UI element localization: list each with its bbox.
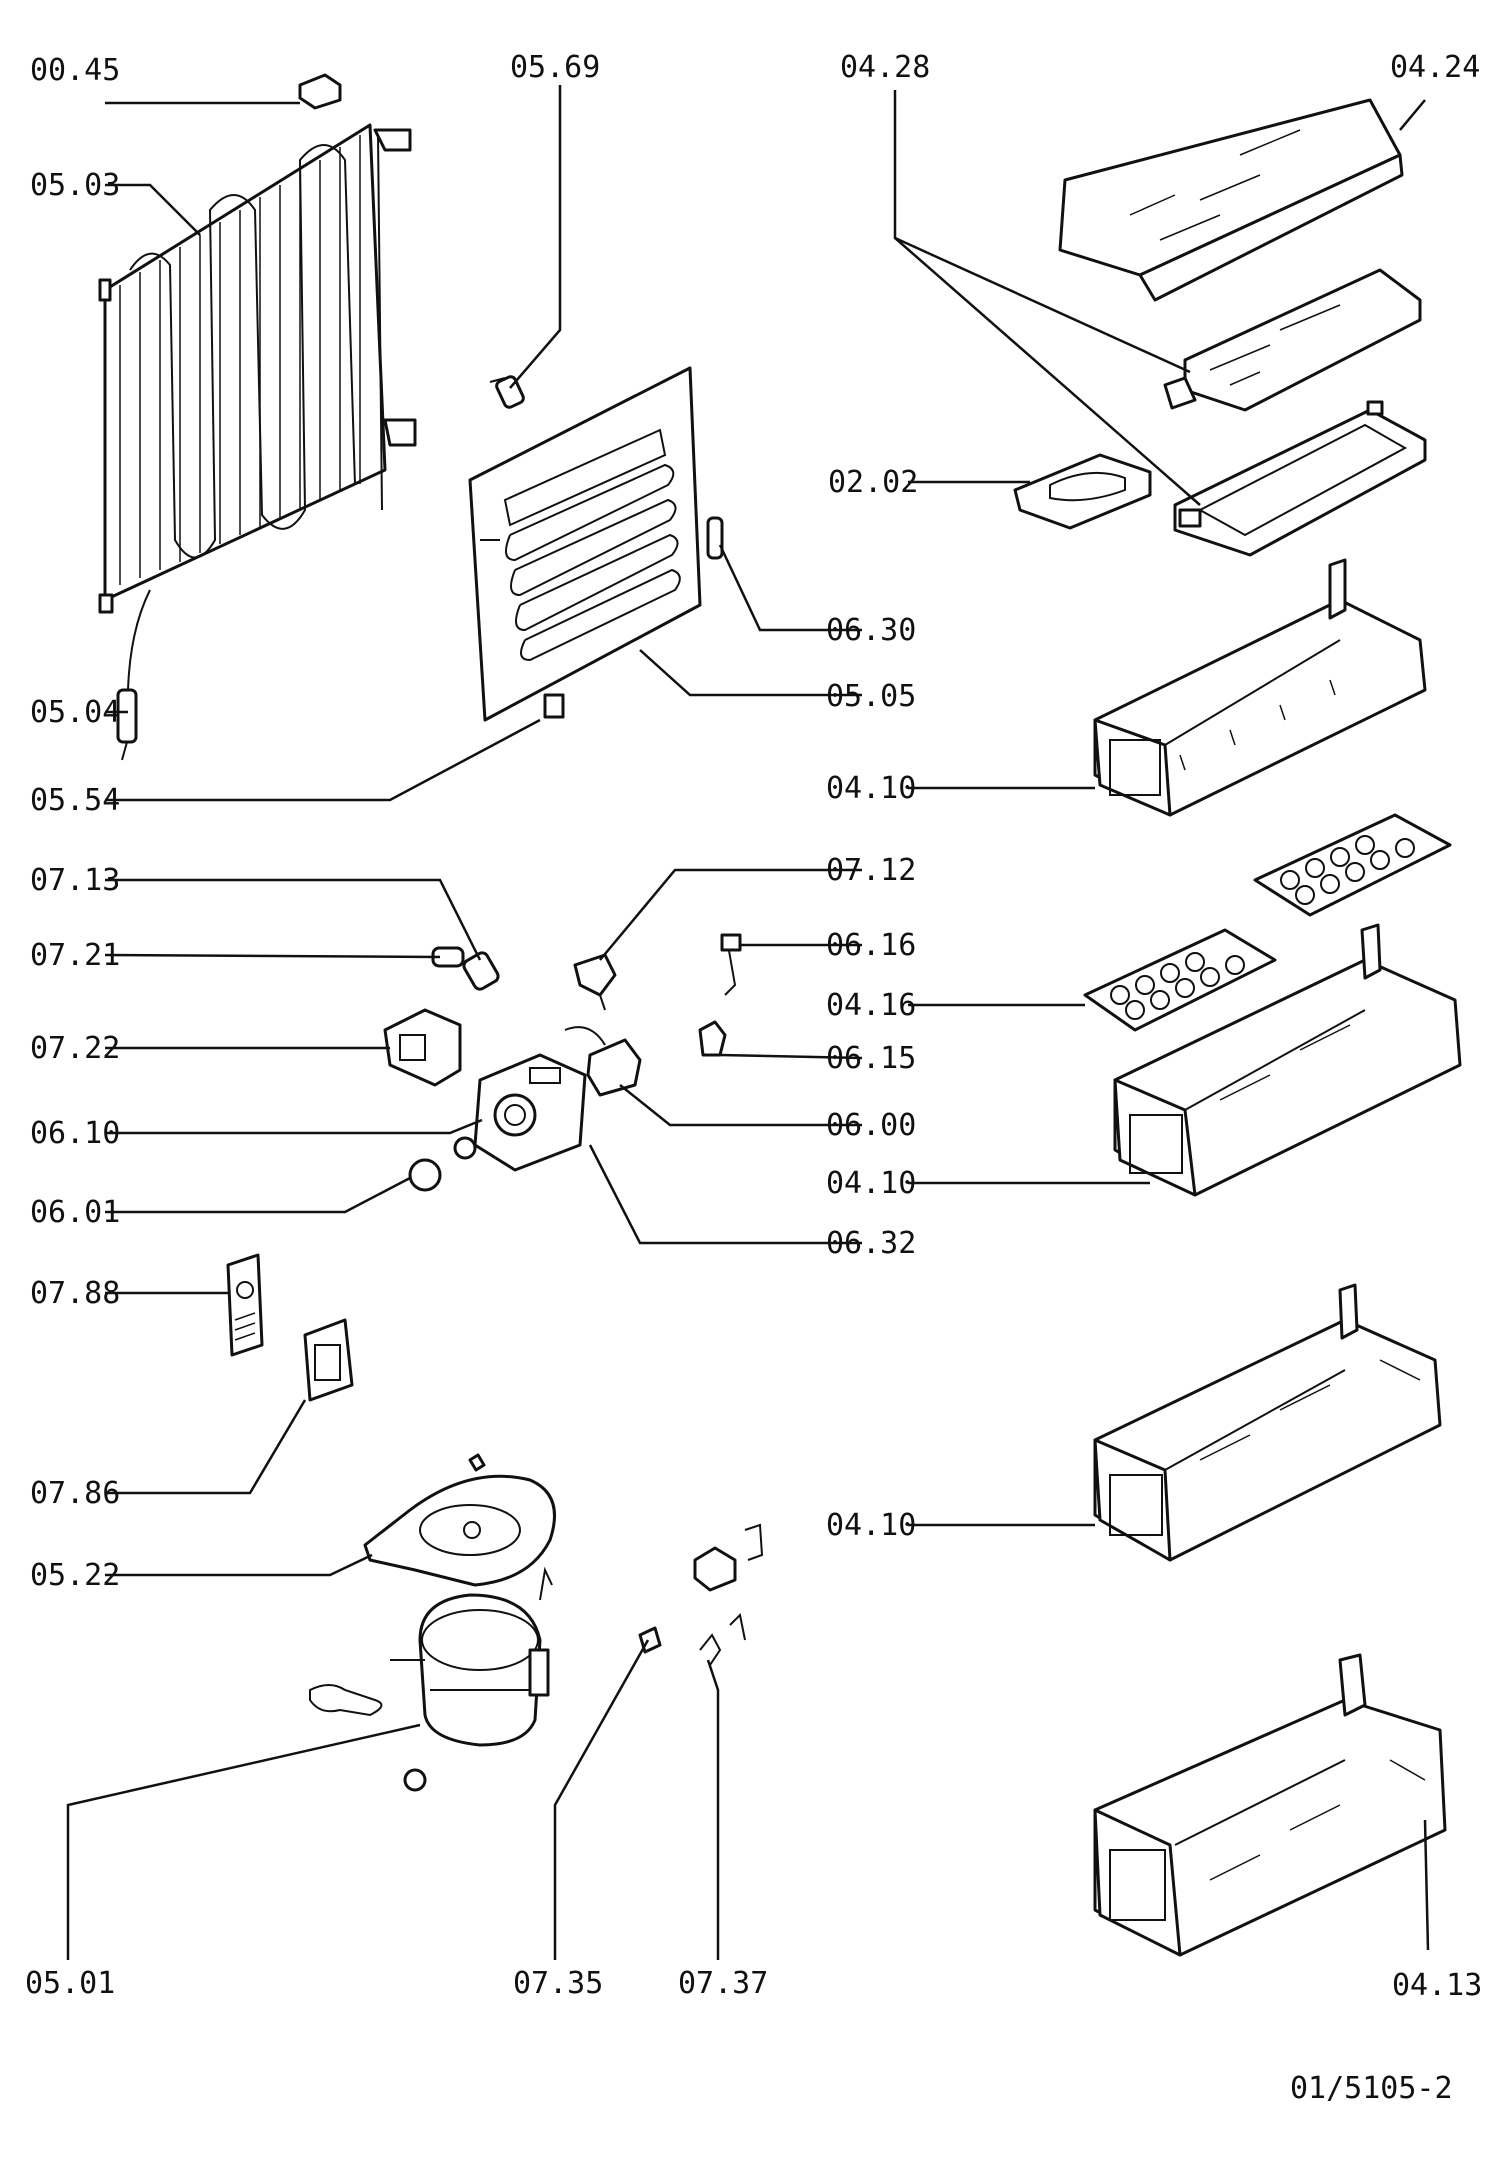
label-0424: 04.24 (1390, 50, 1480, 85)
label-0712: 07.12 (826, 853, 916, 888)
drip-tray-0522 (363, 1453, 556, 1587)
label-0630: 06.30 (826, 613, 916, 648)
label-0737: 07.37 (678, 1966, 768, 2001)
part-0616 (720, 933, 742, 996)
label-0410c: 04.10 (826, 1508, 916, 1543)
condenser-coil (98, 123, 417, 761)
part-0722 (383, 1008, 462, 1087)
label-0786: 07.86 (30, 1476, 120, 1511)
part-0713 (462, 951, 500, 991)
door-shelf-0413 (1093, 1653, 1447, 1957)
label-0504: 05.04 (30, 695, 120, 730)
label-0045: 00.45 (30, 53, 120, 88)
label-0788: 07.88 (30, 1276, 120, 1311)
part-0788 (226, 1253, 264, 1357)
label-0615: 06.15 (826, 1041, 916, 1076)
label-0721: 07.21 (30, 938, 120, 973)
label-0632: 06.32 (826, 1226, 916, 1261)
label-0610: 06.10 (30, 1116, 120, 1151)
leader-lines (66, 85, 1430, 1960)
label-0616: 06.16 (826, 928, 916, 963)
door-shelf-0410-a (1093, 558, 1427, 817)
part-0712 (573, 953, 617, 1011)
door-shelf-0410-c (1093, 1283, 1442, 1562)
label-0416: 04.16 (826, 988, 916, 1023)
egg-tray-0416-a (1083, 928, 1277, 1032)
label-0505: 05.05 (826, 679, 916, 714)
label-0713: 07.13 (30, 863, 120, 898)
label-0569: 05.69 (510, 50, 600, 85)
part-0786 (303, 1318, 354, 1402)
label-0600: 06.00 (826, 1108, 916, 1143)
compressor-0501 (309, 1566, 553, 1792)
knob-0601 (408, 1136, 477, 1192)
label-0410b: 04.10 (826, 1166, 916, 1201)
part-0737 (693, 1523, 764, 1666)
egg-tray-0416-b (1253, 813, 1452, 917)
door-lid-0424 (1058, 98, 1404, 302)
label-0522: 05.22 (30, 1558, 120, 1593)
label-0554: 05.54 (30, 783, 120, 818)
label-0601: 06.01 (30, 1195, 120, 1230)
part-0202 (1013, 453, 1152, 530)
part-0045 (298, 73, 342, 110)
part-0569 (489, 375, 525, 409)
label-0735: 07.35 (513, 1966, 603, 2001)
label-0722: 07.22 (30, 1031, 120, 1066)
label-0501: 05.01 (25, 1966, 115, 2001)
evaporator-plate (468, 366, 724, 722)
part-0600 (564, 1026, 642, 1097)
drawing-reference: 01/5105-2 (1290, 2071, 1453, 2106)
label-0202: 02.02 (828, 465, 918, 500)
label-0503: 05.03 (30, 168, 120, 203)
thermostat-0610 (473, 1053, 587, 1172)
part-0615 (698, 1020, 727, 1057)
tray-0428-bottom (1173, 400, 1427, 557)
door-shelf-0410-b (1113, 923, 1462, 1197)
part-labels: 00.45 05.69 04.28 04.24 05.03 02.02 06.3… (25, 50, 1482, 2106)
label-0428: 04.28 (840, 50, 930, 85)
tray-0428-top (1163, 268, 1422, 412)
label-0410a: 04.10 (826, 771, 916, 806)
label-0413: 04.13 (1392, 1968, 1482, 2003)
